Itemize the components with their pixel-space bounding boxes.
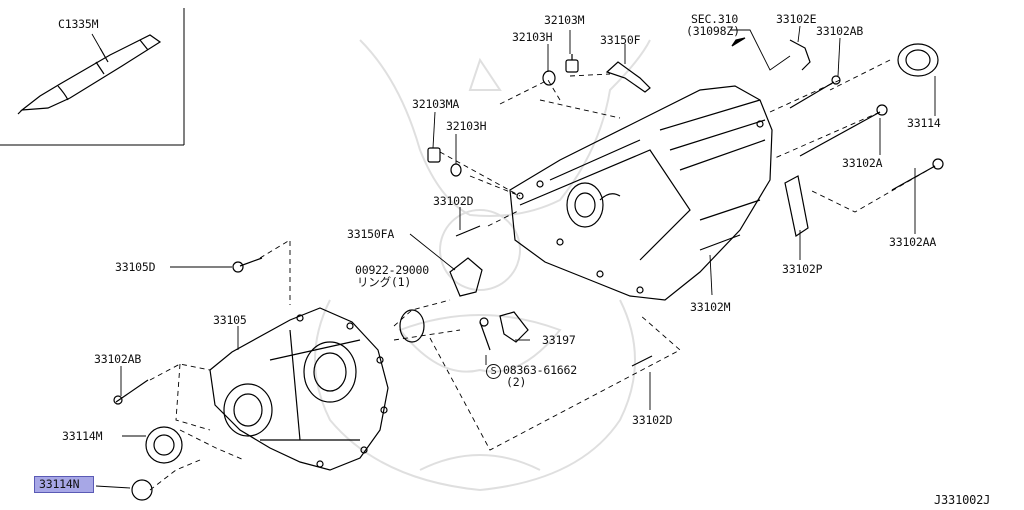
label-33102aa: 33102AA	[889, 235, 937, 249]
label-33197: 33197	[542, 333, 576, 347]
label-33114n-highlighted[interactable]: 33114N	[34, 476, 94, 493]
transfer-rear-case	[509, 85, 773, 301]
label-32103m: 32103M	[544, 13, 585, 27]
label-s-symbol: S	[486, 364, 501, 379]
label-08363-61662: 08363-61662	[503, 363, 577, 377]
label-32103h-mid: 32103H	[446, 119, 487, 133]
label-33102ab-top: 33102AB	[816, 24, 864, 38]
alignment-dash-lines	[149, 59, 936, 491]
label-33150f: 33150F	[600, 33, 641, 47]
label-33102m: 33102M	[690, 300, 731, 314]
sealant-inset-box	[0, 8, 185, 146]
label-33105: 33105	[213, 313, 247, 327]
transfer-front-housing	[209, 307, 389, 471]
label-33102e: 33102E	[776, 12, 817, 26]
sealant-tube	[17, 34, 162, 115]
label-00922-29000: 00922-29000	[355, 263, 429, 277]
diagram-id: J331002J	[934, 493, 991, 507]
label-32103ma: 32103MA	[412, 97, 460, 111]
leader-lines	[91, 25, 936, 489]
label-33114: 33114	[907, 116, 941, 130]
label-33114m: 33114M	[62, 429, 103, 443]
label-c1335m: C1335M	[58, 17, 99, 31]
label-sec310: SEC.310	[691, 12, 739, 26]
label-ring-qty: リング(1)	[357, 275, 412, 289]
label-33102a: 33102A	[842, 156, 883, 170]
label-32103h-top: 32103H	[512, 30, 553, 44]
label-33102d-bottom: 33102D	[632, 413, 673, 427]
label-33102p: 33102P	[782, 262, 823, 276]
label-33102d-top: 33102D	[433, 194, 474, 208]
label-33150fa: 33150FA	[347, 227, 395, 241]
small-parts	[113, 37, 944, 501]
label-33102ab-bottom: 33102AB	[94, 352, 142, 366]
label-sec310-ref: (31098Z)	[686, 24, 740, 38]
label-33105d: 33105D	[115, 260, 156, 274]
label-bolt-qty: (2)	[506, 375, 527, 389]
